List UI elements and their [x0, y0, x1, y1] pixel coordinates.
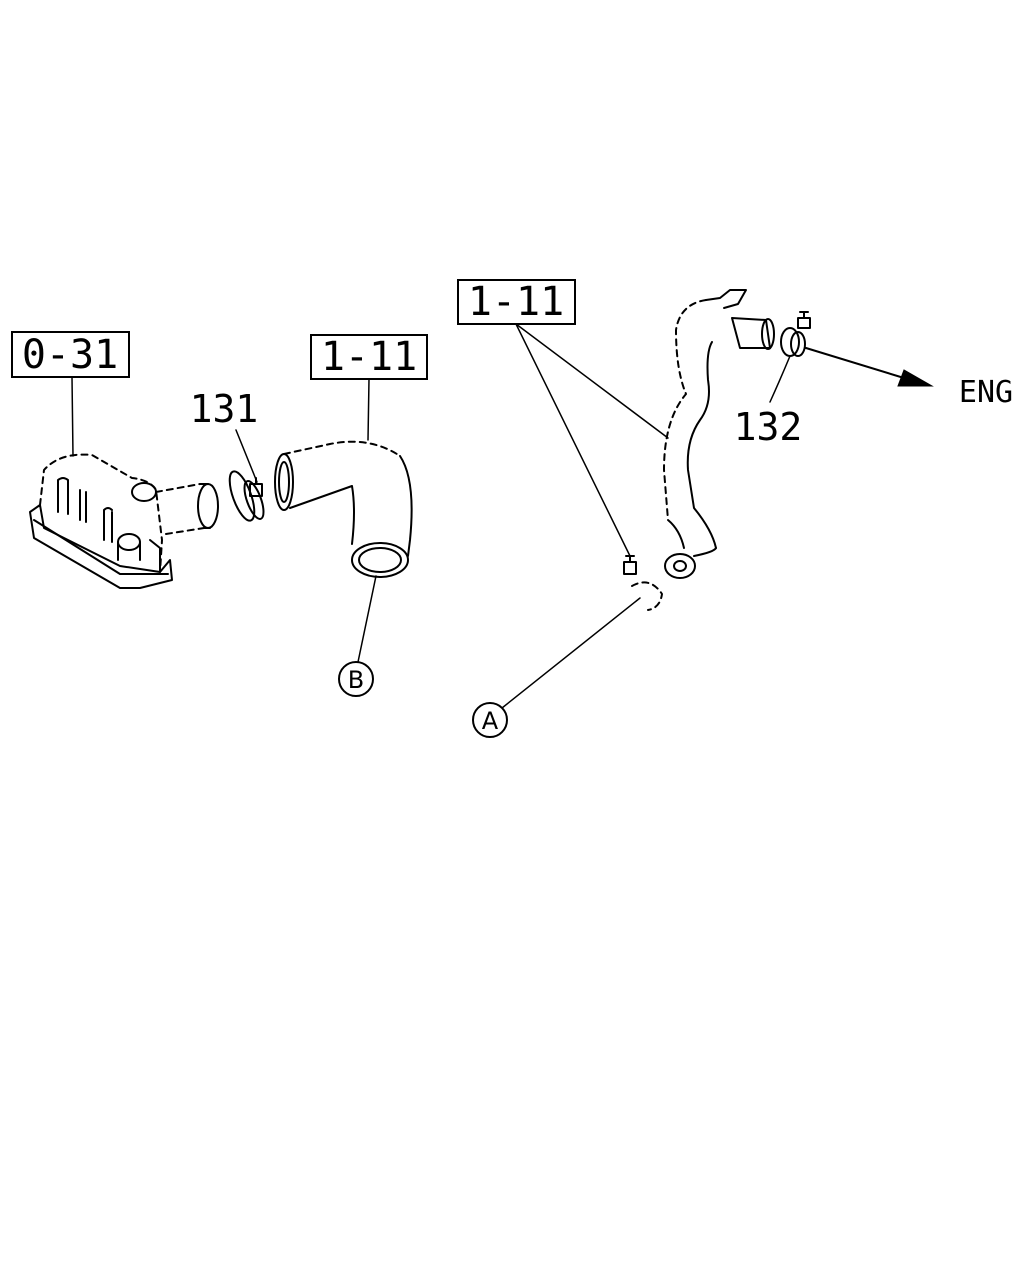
leader-line-132: [769, 355, 791, 403]
connection-label-a: A: [482, 707, 499, 735]
clamp-131[interactable]: [225, 468, 268, 523]
connection-marker-b[interactable]: B: [338, 661, 374, 697]
leader-line-131: [235, 429, 258, 483]
reference-box-0-31[interactable]: 0-31: [11, 331, 130, 378]
connection-label-b: B: [348, 666, 364, 694]
leader-line-a: [501, 597, 641, 709]
clamp-lower: [623, 555, 663, 611]
s-hose: [663, 289, 775, 579]
leader-line-1-11-to-clamp: [515, 323, 631, 557]
leader-line-0-31: [71, 376, 74, 457]
leader-line-1-11-to-hose: [515, 323, 669, 439]
clamp-132[interactable]: [780, 311, 811, 357]
leader-line-1-11-middle: [367, 378, 370, 441]
reference-box-1-11-right[interactable]: 1-11: [457, 279, 576, 325]
reference-label-0-31: 0-31: [22, 332, 118, 378]
thermostat-housing: [29, 453, 219, 589]
part-number-132[interactable]: 132: [734, 405, 803, 449]
part-number-131[interactable]: 131: [190, 387, 259, 431]
reference-box-1-11-middle[interactable]: 1-11: [310, 334, 428, 380]
direction-arrow-eng: [805, 347, 934, 387]
leader-line-b: [357, 575, 377, 663]
elbow-hose: [274, 440, 413, 578]
connection-marker-a[interactable]: A: [472, 702, 508, 738]
direction-label-eng: ENG: [959, 375, 1013, 410]
reference-label-1-11-right: 1-11: [468, 279, 564, 325]
reference-label-1-11-middle: 1-11: [321, 334, 417, 380]
